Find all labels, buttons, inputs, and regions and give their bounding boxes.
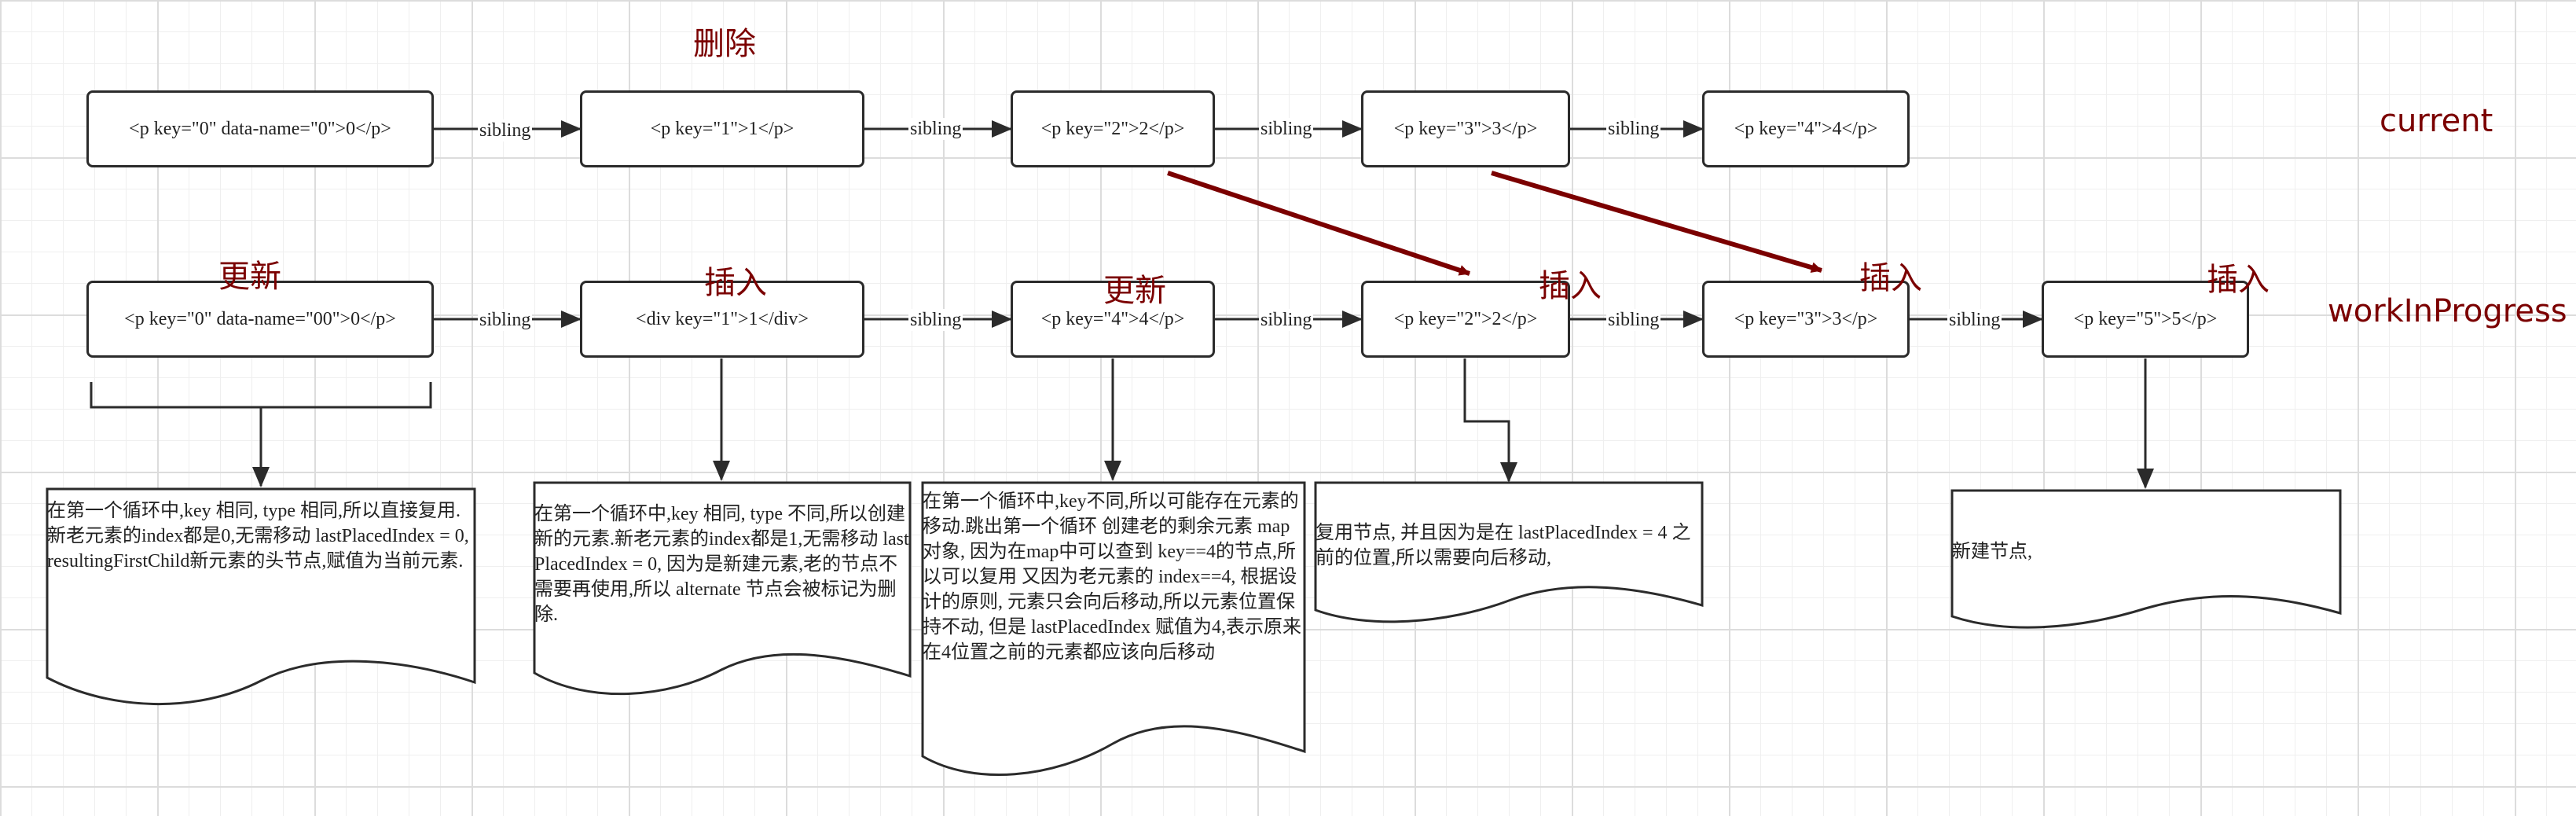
sibling-label: sibling	[1259, 118, 1314, 140]
sibling-label: sibling	[1947, 309, 2002, 331]
note-shape-2	[533, 481, 912, 696]
note-shape-5	[1950, 489, 2342, 629]
wip-node-2: <p key="4">4</p>	[1011, 281, 1215, 358]
current-node-0: <p key="0" data-name="0">0</p>	[86, 90, 434, 167]
sibling-label: sibling	[1259, 309, 1314, 331]
delete-annotation: 删除	[693, 26, 756, 62]
current-node-2: <p key="2">2</p>	[1011, 90, 1215, 167]
current-node-4: <p key="4">4</p>	[1702, 90, 1910, 167]
note-text-5: 新建节点,	[1952, 542, 2032, 562]
reuse-arrows	[1167, 171, 1822, 276]
sibling-label: sibling	[478, 309, 533, 331]
insert-annotation-2: 插入	[1539, 268, 1602, 304]
update-annotation-0: 更新	[218, 259, 281, 295]
reuse-arrow-key-3	[1491, 171, 1822, 274]
insert-annotation-3: 插入	[1859, 260, 1922, 296]
update-annotation-4: 更新	[1103, 273, 1166, 309]
note-text-1: 在第一个循环中,key 相同, type 相同,所以直接复用.新老元素的inde…	[47, 501, 469, 572]
insert-annotation-1: 插入	[704, 265, 767, 301]
note-shape-1	[46, 487, 476, 705]
wip-row-label: workInProgress	[2328, 293, 2567, 329]
note-shape-3	[921, 481, 1306, 777]
current-node-1: <p key="1">1</p>	[580, 90, 864, 167]
sibling-label: sibling	[908, 309, 963, 331]
note-shapes	[46, 481, 2342, 777]
wip-node-0: <p key="0" data-name="00">0</p>	[86, 281, 434, 358]
note-connectors	[713, 358, 2154, 489]
wip-node-1: <div key="1">1</div>	[580, 281, 864, 358]
wip-node-5: <p key="5">5</p>	[2042, 281, 2249, 358]
note-text-3: 在第一个循环中,key不同,所以可能存在元素的移动.跳出第一个循环 创建老的剩余…	[923, 491, 1301, 663]
note-shape-4	[1314, 481, 1704, 623]
note-text-4: 复用节点, 并且因为是在 lastPlacedIndex = 4 之前的位置,所…	[1316, 523, 1691, 568]
bracket-first-node	[90, 382, 432, 487]
current-node-3: <p key="3">3</p>	[1361, 90, 1570, 167]
sibling-label: sibling	[1606, 309, 1661, 331]
sibling-label: sibling	[1606, 118, 1661, 140]
reuse-arrow-key-2	[1167, 171, 1470, 276]
note-connector	[1463, 358, 1517, 483]
sibling-label: sibling	[908, 118, 963, 140]
insert-annotation-5: 插入	[2207, 262, 2270, 298]
wip-node-4: <p key="3">3</p>	[1702, 281, 1910, 358]
sibling-label: sibling	[478, 119, 533, 142]
note-text-2: 在第一个循环中,key 相同, type 不同,所以创建新的元素.新老元素的in…	[534, 504, 909, 625]
wip-node-3: <p key="2">2</p>	[1361, 281, 1570, 358]
current-row-label: current	[2380, 103, 2493, 139]
